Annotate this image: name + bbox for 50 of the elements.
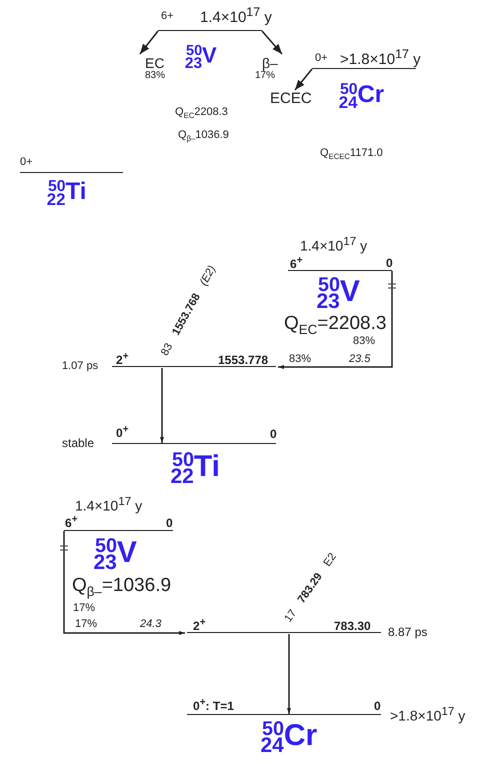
energy-level bbox=[19, 155, 125, 175]
half-life: 1.4×10$^{17}$ y bbox=[200, 6, 272, 25]
spin-parity: 2$^{+}$ bbox=[193, 618, 206, 632]
log-ft-value: 24.3 bbox=[140, 619, 162, 630]
q-value: Q$_{EC}$2208.3 bbox=[175, 107, 228, 120]
spin-parity: 0$^{+}$: T=1 bbox=[193, 698, 234, 712]
decay-arrow bbox=[278, 271, 393, 369]
half-life: >1.8×10$^{17}$ y bbox=[390, 706, 466, 723]
half-life: >1.8×10$^{17}$ y bbox=[340, 48, 421, 67]
level-energy: 0 bbox=[166, 517, 173, 529]
branching-ratio: 17% bbox=[255, 71, 276, 81]
spin-parity: 6$^{+}$ bbox=[65, 515, 78, 529]
half-life: 8.87 ps bbox=[388, 626, 428, 638]
level-energy: 0 bbox=[270, 428, 277, 440]
half-life: 1.07 ps bbox=[62, 361, 98, 372]
spin-parity: 6$^{+}$ bbox=[290, 256, 303, 270]
decay-mode: β– bbox=[262, 56, 278, 70]
energy-level bbox=[286, 234, 392, 273]
gamma-arrow bbox=[160, 368, 164, 443]
q-value: Q$_{β–}$=1036.9 bbox=[72, 576, 172, 598]
q-value: Q$_{ECEC}$1171.0 bbox=[320, 148, 383, 161]
energy-level bbox=[187, 697, 383, 717]
decay-arrow bbox=[63, 531, 185, 635]
level-energy: 1553.778 bbox=[218, 354, 268, 366]
energy-level bbox=[112, 424, 278, 446]
spin-parity: 2$^{+}$ bbox=[116, 352, 129, 366]
q-value: Q$_{β–}$1036.9 bbox=[178, 130, 229, 143]
stability-label: stable bbox=[62, 437, 94, 449]
decay-arrow bbox=[294, 68, 313, 90]
spin-parity: 0$^{+}$ bbox=[116, 425, 129, 439]
half-life: 1.4×10$^{17}$ y bbox=[300, 236, 368, 253]
gamma-arrow bbox=[287, 634, 291, 714]
level-energy: 0 bbox=[386, 257, 393, 269]
decay-arrow bbox=[139, 30, 159, 54]
half-life: 1.4×10$^{17}$ y bbox=[75, 496, 142, 513]
q-value: Q$_{EC}$=2208.3 bbox=[284, 314, 386, 336]
decay-mode: ECEC bbox=[270, 91, 312, 106]
spin-parity: 6+ bbox=[161, 11, 174, 22]
branching-ratio: 83% bbox=[353, 336, 376, 347]
spin-parity: 0+ bbox=[20, 157, 33, 168]
branching-ratio: 17% bbox=[75, 619, 98, 630]
decay-mode: EC bbox=[145, 56, 164, 70]
level-energy: 0 bbox=[374, 700, 381, 712]
level-energy: 783.30 bbox=[334, 620, 371, 632]
branching-ratio: 83% bbox=[289, 354, 312, 365]
log-ft-value: 23.5 bbox=[349, 354, 370, 365]
branching-ratio: 83% bbox=[145, 71, 166, 81]
branching-ratio: 17% bbox=[73, 603, 96, 614]
spin-parity: 0+ bbox=[315, 53, 328, 64]
decay-arrow bbox=[261, 30, 283, 54]
